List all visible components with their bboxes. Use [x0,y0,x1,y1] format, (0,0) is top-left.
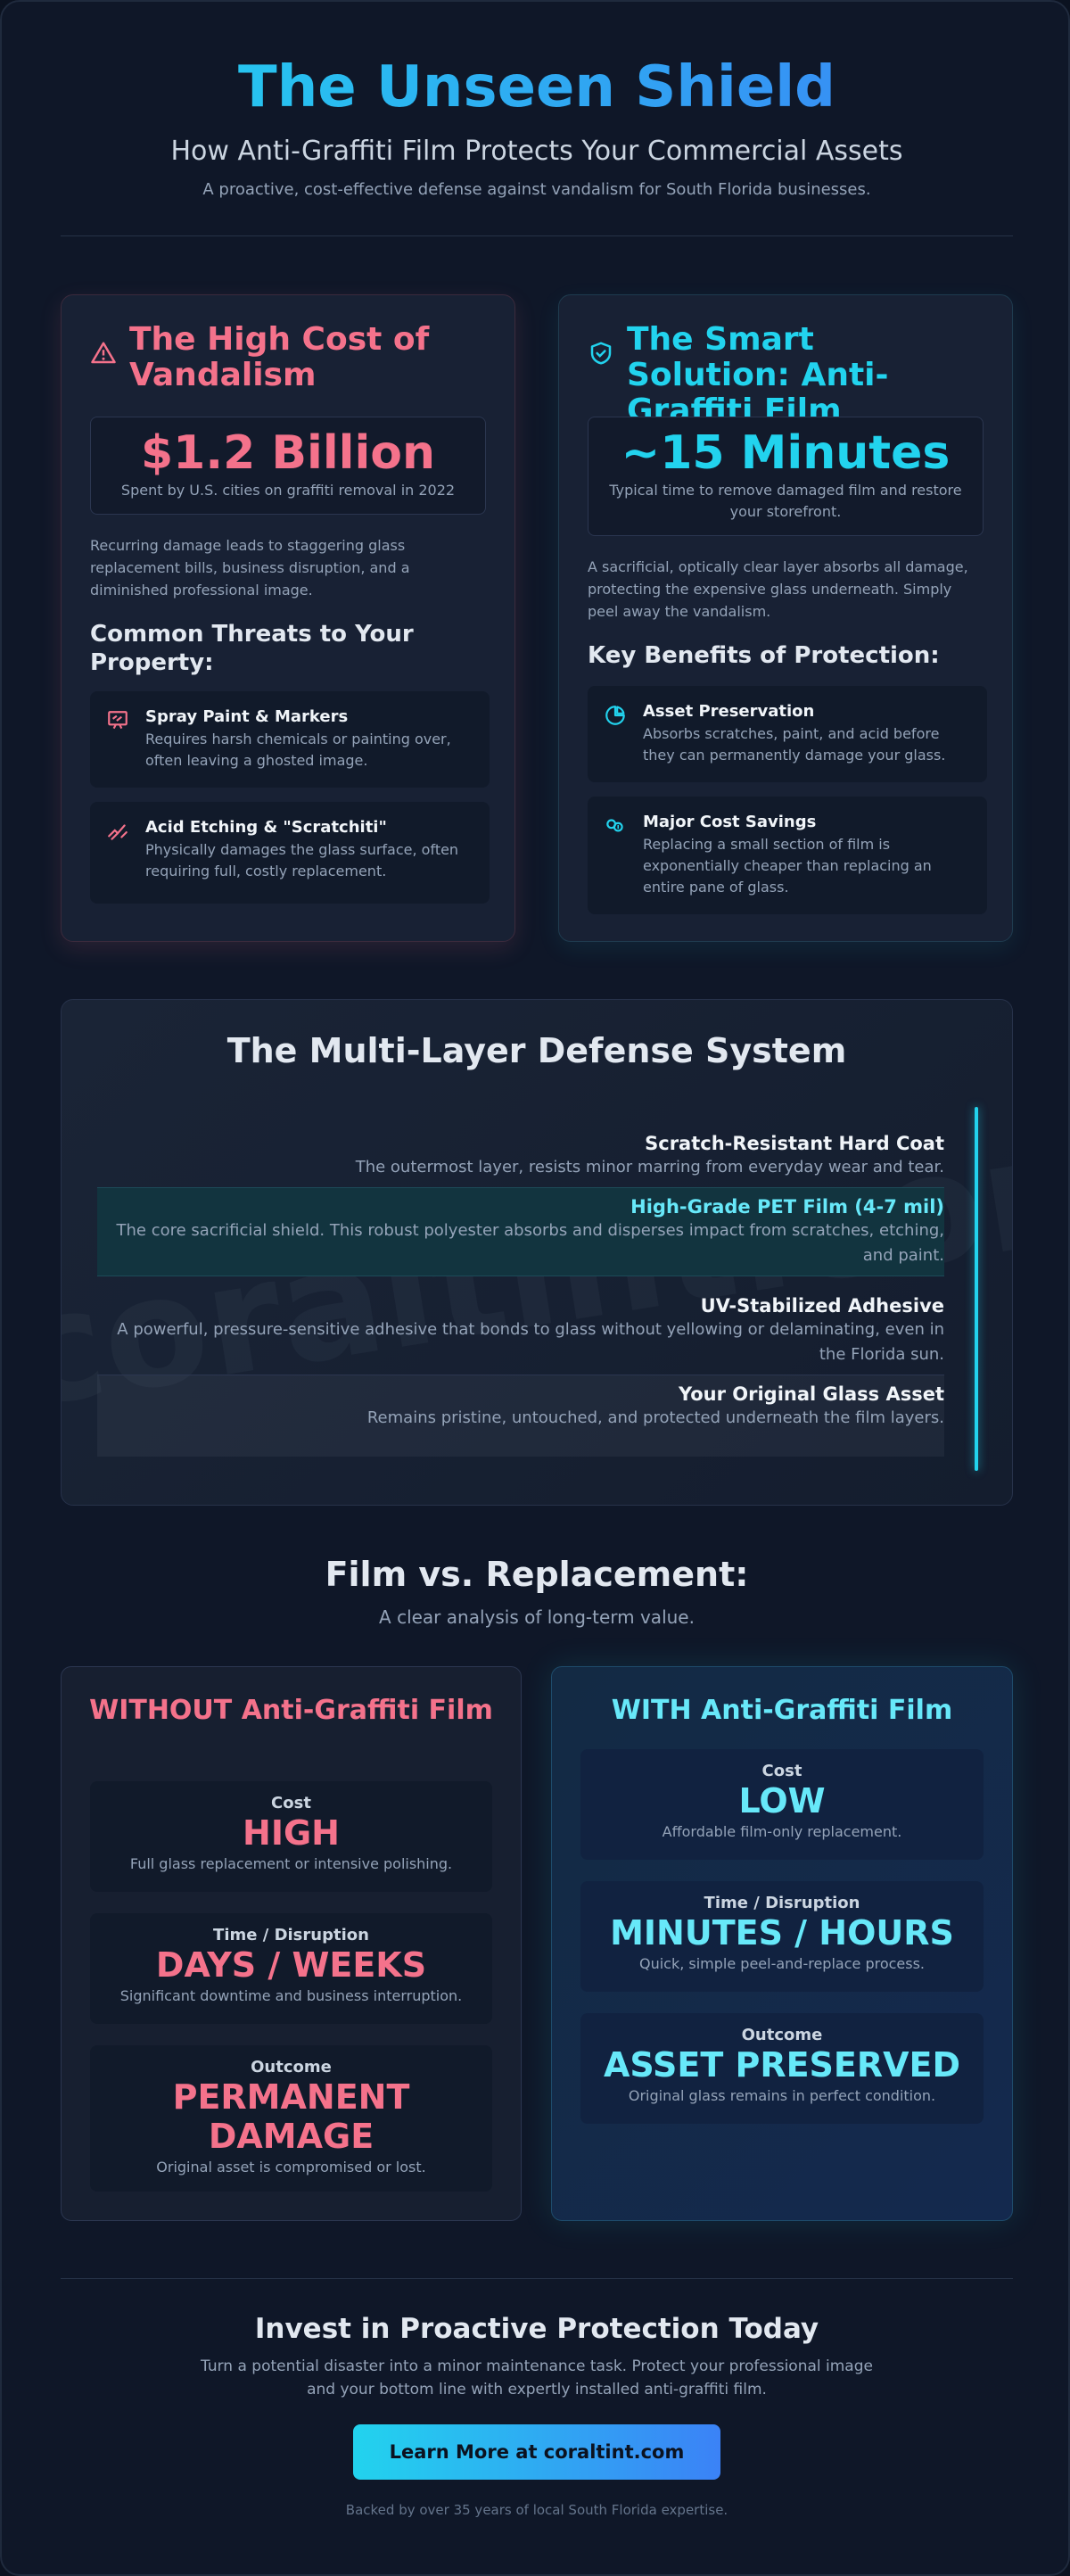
layer-desc: Remains pristine, untouched, and protect… [366,1408,944,1427]
comparison-subtitle: A clear analysis of long-term value. [379,1606,695,1628]
solution-card-title: The Smart Solution: Anti-Graffiti Film [627,321,889,429]
comparison-note: Full glass replacement or intensive poli… [129,1855,453,1872]
layer-title: High-Grade PET Film (4-7 mil) [630,1196,944,1218]
layer-title: UV-Stabilized Adhesive [700,1295,944,1317]
benefits-heading: Key Benefits of Protection: [588,642,940,669]
comparison-value: LOW [738,1781,826,1821]
with-film-title: WITH Anti-Graffiti Film [611,1695,953,1726]
cta-footnote: Backed by over 35 years of local South F… [345,2502,728,2518]
layer-title: Your Original Glass Asset [678,1383,944,1405]
cost-card-header: The High Cost of Vandalism [90,322,490,393]
cost-card-title: The High Cost of Vandalism [129,321,430,393]
threat-item-title: Acid Etching & "Scratchiti" [145,818,387,837]
layer-hard-coat: Scratch-Resistant Hard Coat The outermos… [97,1125,944,1187]
benefit-item: Major Cost Savings Replacing a small sec… [588,797,987,914]
solution-stat-label: Typical time to remove damaged film and … [609,482,962,520]
with-film-card: WITH Anti-Graffiti Film Cost LOW Afforda… [551,1666,1013,2221]
threat-item-title: Spray Paint & Markers [145,707,349,726]
comparison-note: Affordable film-only replacement. [662,1823,902,1840]
comparison-note: Significant downtime and business interr… [119,1987,463,2004]
comparison-value: HIGH [243,1813,340,1853]
threat-item: Acid Etching & "Scratchiti" Physically d… [90,802,490,904]
solution-stat-box: ~15 Minutes Typical time to remove damag… [588,417,984,536]
comparison-label: Time / Disruption [213,1926,369,1944]
benefit-item-text: Major Cost Savings Replacing a small sec… [643,813,969,902]
comparison-label: Cost [271,1794,311,1812]
cta-text: Turn a potential disaster into a minor m… [201,2357,873,2398]
comparison-value: PERMANENT DAMAGE [172,2077,410,2156]
comparison-value: MINUTES / HOURS [610,1913,954,1953]
comparison-row-cost: Cost HIGH Full glass replacement or inte… [90,1781,492,1892]
threat-item-desc: Physically damages the glass surface, of… [145,841,459,879]
layer-desc: The outermost layer, resists minor marri… [355,1158,944,1177]
layer-adhesive: UV-Stabilized Adhesive A powerful, press… [97,1287,944,1375]
comparison-note: Original glass remains in perfect condit… [628,2087,936,2104]
benefit-item-title: Major Cost Savings [643,813,817,831]
comparison-row-time: Time / Disruption DAYS / WEEKS Significa… [90,1913,492,2024]
without-film-title: WITHOUT Anti-Graffiti Film [89,1695,493,1726]
cost-card: The High Cost of Vandalism $1.2 Billion … [61,294,515,942]
header: The Unseen Shield How Anti-Graffiti Film… [61,52,1013,200]
comparison-row-time: Time / Disruption MINUTES / HOURS Quick,… [580,1881,984,1992]
threat-item-text: Acid Etching & "Scratchiti" Physically d… [145,818,472,891]
shield-icon [590,342,612,365]
comparison-label: Outcome [251,2058,332,2076]
easel-icon [108,711,128,730]
pie-icon [605,706,625,725]
benefit-item-text: Asset Preservation Absorbs scratches, pa… [643,702,969,770]
comparison-value: DAYS / WEEKS [155,1945,427,1985]
cost-card-body: Recurring damage leads to staggering gla… [90,537,410,599]
comparison-row-outcome: Outcome PERMANENT DAMAGE Original asset … [90,2045,492,2192]
layer-desc: The core sacrificial shield. This robust… [116,1221,945,1265]
benefit-item: Asset Preservation Absorbs scratches, pa… [588,686,987,782]
comparison-row-cost: Cost LOW Affordable film-only replacemen… [580,1749,984,1860]
cost-stat-value: $1.2 Billion [140,426,436,480]
threat-item: Spray Paint & Markers Requires harsh che… [90,691,490,788]
page-subtitle: How Anti-Graffiti Film Protects Your Com… [170,136,903,167]
solution-card-body: A sacrificial, optically clear layer abs… [588,558,968,620]
layers-section: coraltint.com The Multi-Layer Defense Sy… [61,999,1013,1506]
comparison-value: ASSET PRESERVED [603,2045,961,2085]
solution-card-header: The Smart Solution: Anti-Graffiti Film [588,322,987,429]
layers-title: The Multi-Layer Defense System [226,1031,847,1070]
comparison-label: Outcome [741,2026,823,2044]
solution-stat-value: ~15 Minutes [621,426,951,480]
coins-icon [606,819,623,832]
comparison-row-outcome: Outcome ASSET PRESERVED Original glass r… [580,2013,984,2124]
threats-heading: Common Threats to Your Property: [90,621,414,676]
cost-stat-label: Spent by U.S. cities on graffiti removal… [120,482,456,499]
page-tagline: A proactive, cost-effective defense agai… [202,180,871,199]
solution-card: The Smart Solution: Anti-Graffiti Film ~… [558,294,1013,942]
cost-stat-box: $1.2 Billion Spent by U.S. cities on gra… [90,417,486,515]
threat-item-desc: Requires harsh chemicals or painting ove… [145,731,451,769]
layer-accent-line [975,1107,978,1471]
footer-divider [61,2278,1013,2279]
warning-icon [91,342,116,364]
learn-more-button[interactable]: Learn More at coraltint.com [353,2424,720,2480]
comparison-title: Film vs. Replacement: [325,1555,749,1594]
layer-pet-film: High-Grade PET Film (4-7 mil) The core s… [97,1187,944,1276]
benefit-item-desc: Absorbs scratches, paint, and acid befor… [643,725,946,764]
page-title: The Unseen Shield [61,52,1013,123]
cta-title: Invest in Proactive Protection Today [254,2313,819,2345]
layer-glass: Your Original Glass Asset Remains pristi… [97,1375,944,1457]
header-divider [61,235,1013,236]
comparison-note: Original asset is compromised or lost. [156,2159,426,2176]
layer-title: Scratch-Resistant Hard Coat [645,1133,944,1154]
threat-item-text: Spray Paint & Markers Requires harsh che… [145,707,472,775]
comparison-label: Cost [761,1762,802,1780]
scratch-icon [108,824,128,840]
without-film-card: WITHOUT Anti-Graffiti Film Cost HIGH Ful… [61,1666,522,2221]
comparison-note: Quick, simple peel-and-replace process. [638,1955,926,1972]
benefit-item-desc: Replacing a small section of film is exp… [643,836,932,896]
layer-desc: A powerful, pressure-sensitive adhesive … [117,1320,944,1364]
benefit-item-title: Asset Preservation [643,702,815,721]
comparison-label: Time / Disruption [704,1894,860,1912]
